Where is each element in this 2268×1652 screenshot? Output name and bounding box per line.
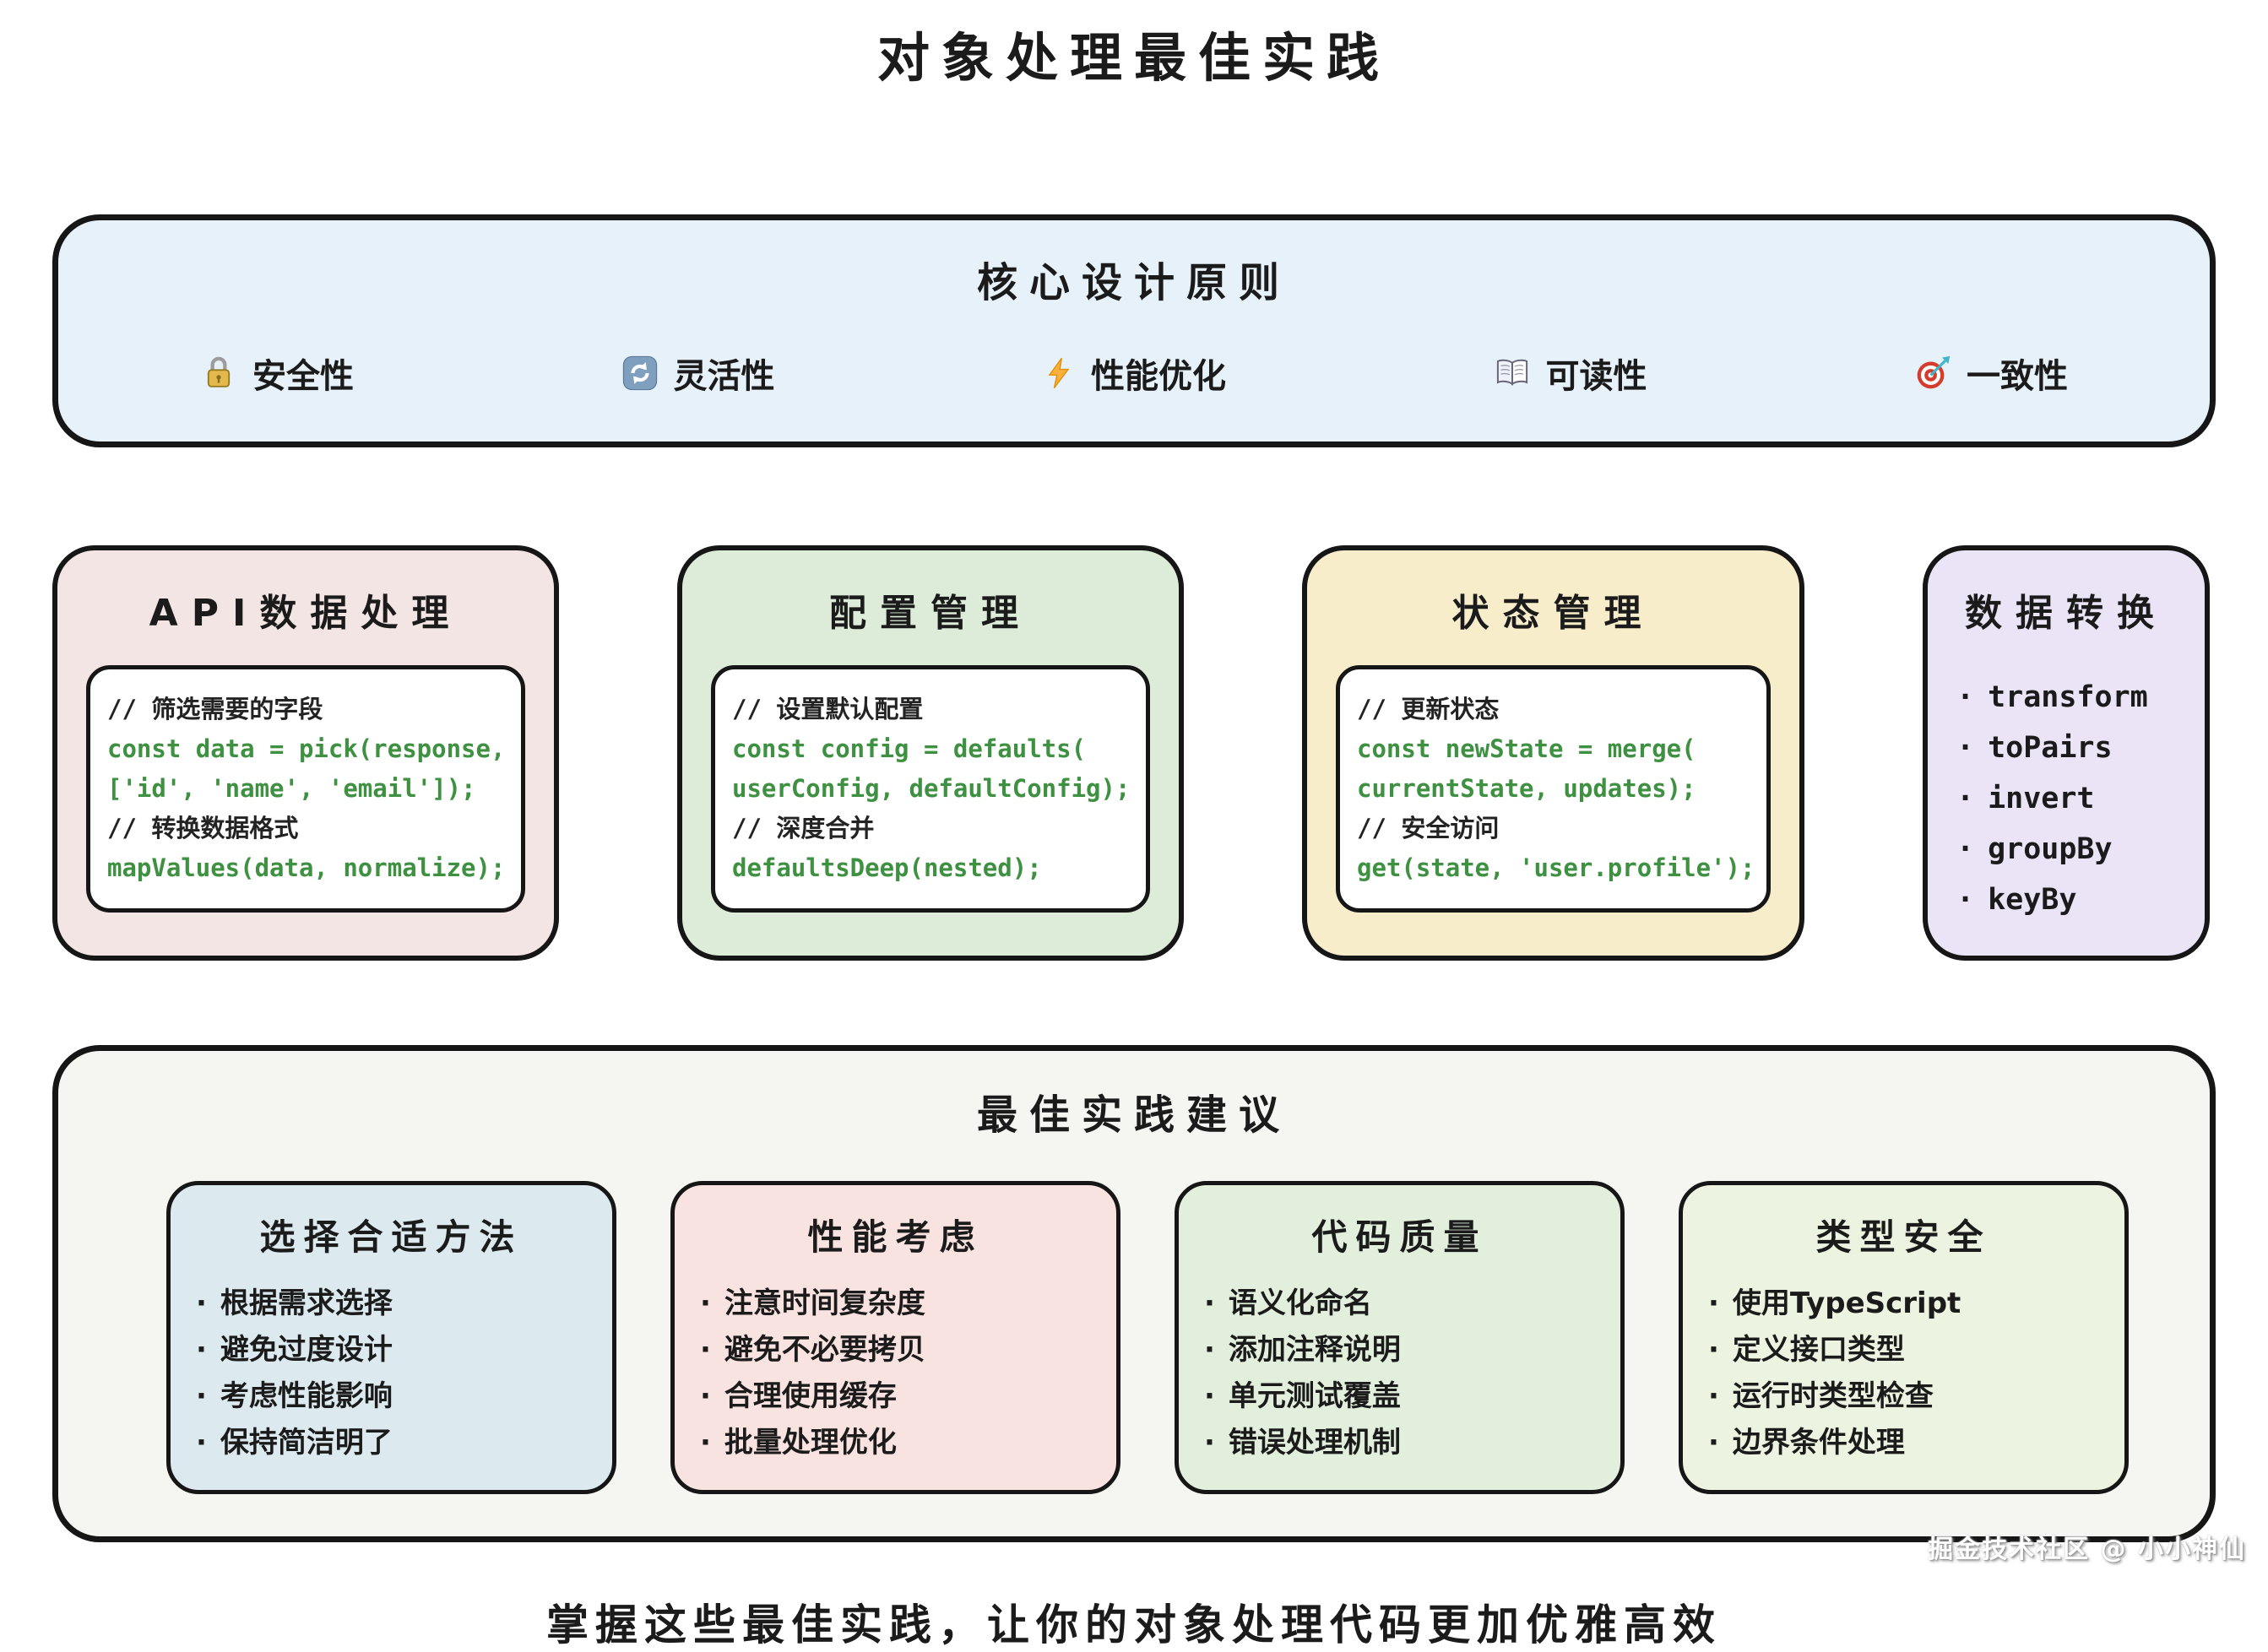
watermark: 掘金技术社区 @ 小小神仙 [1928, 1535, 2246, 1564]
lightning-icon [1042, 356, 1076, 390]
code-comment-line: // 更新状态 [1357, 695, 1500, 723]
code-line: const data = pick(response, [107, 734, 506, 763]
principle-label: 安全性 [252, 357, 354, 396]
principle-item-flexibility: 灵活性 [621, 349, 775, 398]
card-config-management: 配置管理 // 设置默认配置 const config = defaults( … [677, 545, 1184, 961]
list-item: 合理使用缓存 [700, 1373, 1091, 1420]
core-principles-title: 核心设计原则 [976, 259, 1291, 306]
best-practices-title: 最佳实践建议 [976, 1091, 1291, 1139]
code-line: get(state, 'user.profile'); [1357, 853, 1755, 882]
card-state-management: 状态管理 // 更新状态 const newState = merge( cur… [1302, 545, 1804, 961]
list-item: 注意时间复杂度 [700, 1281, 1091, 1327]
code-comment-line: // 转换数据格式 [107, 814, 299, 842]
code-line: defaultsDeep(nested); [732, 853, 1042, 882]
transform-function-list: transform toPairs invert groupBy keyBy [1956, 672, 2176, 925]
refresh-icon [621, 355, 659, 392]
code-line: const config = defaults( [732, 734, 1087, 763]
card-data-transform: 数据转换 transform toPairs invert groupBy ke… [1923, 545, 2210, 961]
principle-item-consistency: 一致性 [1914, 349, 2068, 398]
code-line: userConfig, defaultConfig); [732, 774, 1131, 803]
card-title: 配置管理 [829, 592, 1032, 635]
list-item: 边界条件处理 [1708, 1420, 2099, 1466]
principles-row: 安全性 灵活性 性能优化 [58, 349, 2210, 398]
principle-label: 一致性 [1967, 357, 2068, 396]
group-type-safety: 类型安全 使用TypeScript 定义接口类型 运行时类型检查 边界条件处理 [1679, 1181, 2129, 1494]
list-item: 错误处理机制 [1204, 1420, 1595, 1466]
list-item: 考虑性能影响 [196, 1373, 587, 1420]
code-line: mapValues(data, normalize); [107, 853, 506, 882]
principle-label: 性能优化 [1091, 357, 1226, 396]
group-item-list: 语义化命名 添加注释说明 单元测试覆盖 错误处理机制 [1204, 1281, 1595, 1466]
card-title: API数据处理 [149, 592, 463, 635]
code-comment-line: // 安全访问 [1357, 814, 1500, 842]
book-icon [1494, 355, 1531, 392]
group-item-list: 根据需求选择 避免过度设计 考虑性能影响 保持简洁明了 [196, 1281, 587, 1466]
group-performance: 性能考虑 注意时间复杂度 避免不必要拷贝 合理使用缓存 批量处理优化 [670, 1181, 1120, 1494]
core-principles-box: 核心设计原则 安全性 [52, 214, 2216, 447]
group-title: 代码质量 [1311, 1216, 1488, 1258]
list-item: 批量处理优化 [700, 1420, 1091, 1466]
principle-label: 灵活性 [673, 357, 775, 396]
list-item: 保持简洁明了 [196, 1420, 587, 1466]
group-title: 性能考虑 [807, 1216, 984, 1258]
code-block: // 筛选需要的字段 const data = pick(response, [… [86, 665, 525, 913]
list-item: 运行时类型检查 [1708, 1373, 2099, 1420]
code-comment-line: // 设置默认配置 [732, 695, 924, 723]
principle-label: 可读性 [1545, 357, 1647, 396]
code-block: // 设置默认配置 const config = defaults( userC… [711, 665, 1150, 913]
code-line: const newState = merge( [1357, 734, 1696, 763]
lock-icon [200, 355, 237, 392]
principle-item-security: 安全性 [200, 349, 354, 398]
code-comment-line: // 深度合并 [732, 814, 875, 842]
list-item: invert [1956, 773, 2176, 824]
list-item: 使用TypeScript [1708, 1281, 2099, 1327]
code-line: ['id', 'name', 'email']); [107, 774, 476, 803]
principle-item-readability: 可读性 [1494, 349, 1647, 398]
list-item: 单元测试覆盖 [1204, 1373, 1595, 1420]
group-item-list: 使用TypeScript 定义接口类型 运行时类型检查 边界条件处理 [1708, 1281, 2099, 1466]
code-block: // 更新状态 const newState = merge( currentS… [1336, 665, 1771, 913]
list-item: 语义化命名 [1204, 1281, 1595, 1327]
best-practices-box: 最佳实践建议 选择合适方法 根据需求选择 避免过度设计 考虑性能影响 保持简洁明… [52, 1045, 2216, 1542]
list-item: 避免过度设计 [196, 1327, 587, 1373]
list-item: groupBy [1956, 824, 2176, 875]
principle-item-performance: 性能优化 [1042, 349, 1226, 398]
group-code-quality: 代码质量 语义化命名 添加注释说明 单元测试覆盖 错误处理机制 [1175, 1181, 1625, 1494]
list-item: transform [1956, 672, 2176, 723]
card-title: 状态管理 [1451, 592, 1655, 635]
list-item: 根据需求选择 [196, 1281, 587, 1327]
best-practices-groups: 选择合适方法 根据需求选择 避免过度设计 考虑性能影响 保持简洁明了 性能考虑 … [58, 1181, 2210, 1494]
group-title: 选择合适方法 [259, 1216, 524, 1258]
card-title: 数据转换 [1965, 592, 2168, 635]
code-line: currentState, updates); [1357, 774, 1696, 803]
target-icon [1914, 355, 1951, 392]
group-item-list: 注意时间复杂度 避免不必要拷贝 合理使用缓存 批量处理优化 [700, 1281, 1091, 1466]
list-item: 定义接口类型 [1708, 1327, 2099, 1373]
card-api-data-processing: API数据处理 // 筛选需要的字段 const data = pick(res… [52, 545, 559, 961]
list-item: toPairs [1956, 723, 2176, 773]
page-title: 对象处理最佳实践 [876, 27, 1391, 89]
list-item: 避免不必要拷贝 [700, 1327, 1091, 1373]
topic-cards-row: API数据处理 // 筛选需要的字段 const data = pick(res… [52, 545, 2216, 961]
group-title: 类型安全 [1815, 1216, 1992, 1258]
group-method-choice: 选择合适方法 根据需求选择 避免过度设计 考虑性能影响 保持简洁明了 [166, 1181, 616, 1494]
list-item: 添加注释说明 [1204, 1327, 1595, 1373]
footer-caption: 掌握这些最佳实践，让你的对象处理代码更加优雅高效 [546, 1601, 1722, 1649]
code-comment-line: // 筛选需要的字段 [107, 695, 323, 723]
list-item: keyBy [1956, 875, 2176, 925]
